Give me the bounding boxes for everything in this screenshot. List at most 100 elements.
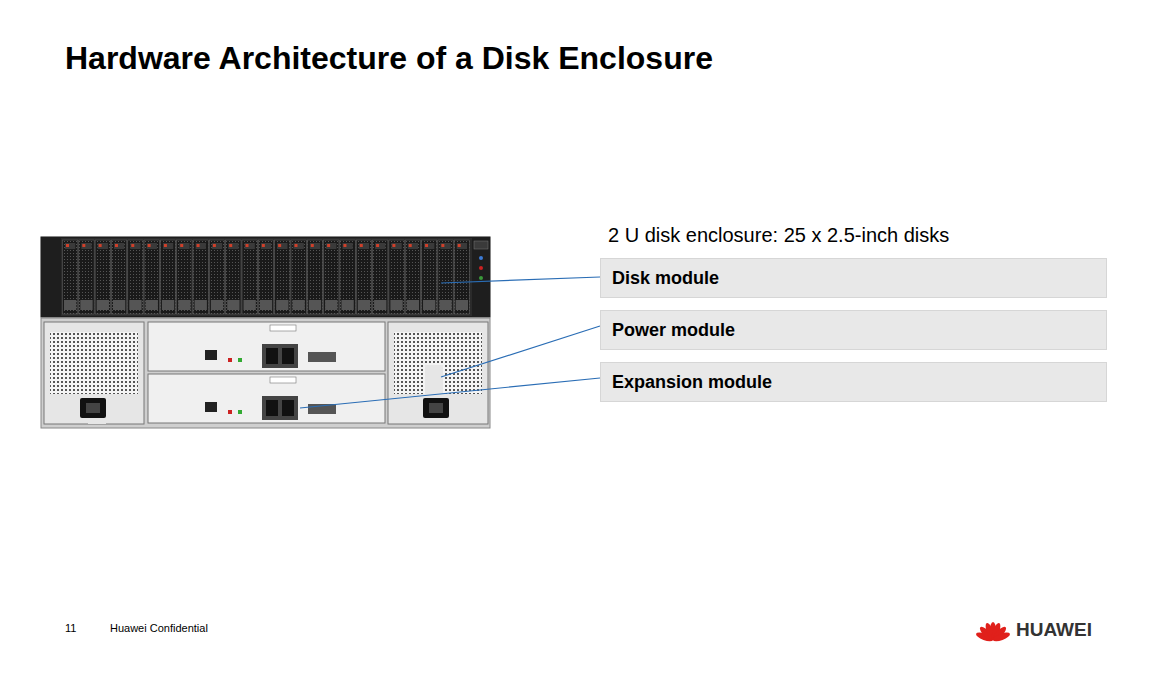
expansion-module xyxy=(148,374,385,423)
disk-slot xyxy=(291,240,306,314)
disk-slot xyxy=(226,240,241,314)
disk-slot xyxy=(63,240,78,314)
right-ear xyxy=(472,237,490,317)
disk-slot xyxy=(454,240,469,314)
disk-led xyxy=(115,244,118,247)
disk-slot xyxy=(111,240,126,314)
expansion-module xyxy=(148,322,385,371)
disk-led xyxy=(180,244,183,247)
disk-tag xyxy=(439,300,451,310)
disk-latch xyxy=(228,243,238,249)
indicator-led xyxy=(479,266,483,270)
disk-led xyxy=(294,244,297,247)
disk-led xyxy=(229,244,232,247)
part-name: Disk module xyxy=(601,268,719,289)
callout-box: Disk module xyxy=(600,258,1107,298)
slide-title: Hardware Architecture of a Disk Enclosur… xyxy=(65,40,713,77)
disk-latch xyxy=(293,243,303,249)
disk-slot xyxy=(209,240,224,314)
disk-led xyxy=(213,244,216,247)
disk-led xyxy=(441,244,444,247)
power-socket xyxy=(80,398,106,418)
logo-mark xyxy=(975,622,1011,643)
power-socket xyxy=(86,403,100,413)
disk-tag xyxy=(260,300,272,310)
disk-latch xyxy=(114,243,124,249)
logo-petal xyxy=(992,631,1011,643)
disk-led xyxy=(409,244,412,247)
power-socket xyxy=(429,403,443,413)
disk-tag xyxy=(162,300,174,310)
disk-tag xyxy=(129,300,141,310)
disk-tag xyxy=(456,300,468,310)
disk-led xyxy=(148,244,151,247)
status-display xyxy=(474,241,488,249)
brand-name: HUAWEI xyxy=(1016,619,1092,641)
disk-led xyxy=(343,244,346,247)
disk-tag xyxy=(80,300,92,310)
disk-led xyxy=(278,244,281,247)
leader-line xyxy=(300,378,600,408)
power-socket xyxy=(423,398,449,418)
disk-led xyxy=(99,244,102,247)
disk-slots xyxy=(63,240,470,314)
disk-latch xyxy=(277,243,287,249)
disk-tag xyxy=(325,300,337,310)
disk-latch xyxy=(375,243,385,249)
disk-tag xyxy=(423,300,435,310)
disk-led xyxy=(131,244,134,247)
disk-latch xyxy=(65,243,75,249)
disk-slot xyxy=(373,240,388,314)
disk-tag xyxy=(374,300,386,310)
disk-led xyxy=(327,244,330,247)
callout-box: Expansion module xyxy=(600,362,1107,402)
disk-led xyxy=(360,244,363,247)
disk-slot xyxy=(389,240,404,314)
disk-led xyxy=(376,244,379,247)
disk-latch xyxy=(245,243,255,249)
disk-slot xyxy=(177,240,192,314)
disk-slot xyxy=(242,240,257,314)
enclosure-spec: 2 U disk enclosure: 25 x 2.5-inch disks xyxy=(608,224,949,247)
rear-chassis xyxy=(41,318,490,428)
disk-tag xyxy=(146,300,158,310)
psu-grille xyxy=(394,332,482,394)
disk-slot xyxy=(438,240,453,314)
disk-slot xyxy=(324,240,339,314)
confidential-note: Huawei Confidential xyxy=(110,622,208,634)
disk-latch xyxy=(130,243,140,249)
left-ear xyxy=(41,237,61,317)
disk-led xyxy=(66,244,69,247)
disk-tag xyxy=(358,300,370,310)
disk-led xyxy=(311,244,314,247)
disk-led xyxy=(425,244,428,247)
disk-tag xyxy=(244,300,256,310)
disk-led xyxy=(458,244,461,247)
disk-slot xyxy=(405,240,420,314)
disk-slot xyxy=(79,240,94,314)
part-name: Power module xyxy=(601,320,735,341)
disk-tag xyxy=(195,300,207,310)
disk-slot xyxy=(95,240,110,314)
disk-tag xyxy=(276,300,288,310)
disk-slot xyxy=(356,240,371,314)
disk-tag xyxy=(113,300,125,310)
disk-latch xyxy=(391,243,401,249)
leader-line xyxy=(441,277,600,283)
power-module xyxy=(44,322,144,424)
disk-slot xyxy=(128,240,143,314)
indicator-led xyxy=(479,276,483,280)
disk-tag xyxy=(341,300,353,310)
psu-grille xyxy=(50,332,138,394)
disk-latch xyxy=(261,243,271,249)
disk-tag xyxy=(97,300,109,310)
indicator-led xyxy=(479,256,483,260)
disk-tag xyxy=(309,300,321,310)
disk-led xyxy=(262,244,265,247)
leader-line xyxy=(441,326,600,377)
disk-tag xyxy=(390,300,402,310)
disk-led xyxy=(197,244,200,247)
disk-latch xyxy=(310,243,320,249)
disk-latch xyxy=(424,243,434,249)
